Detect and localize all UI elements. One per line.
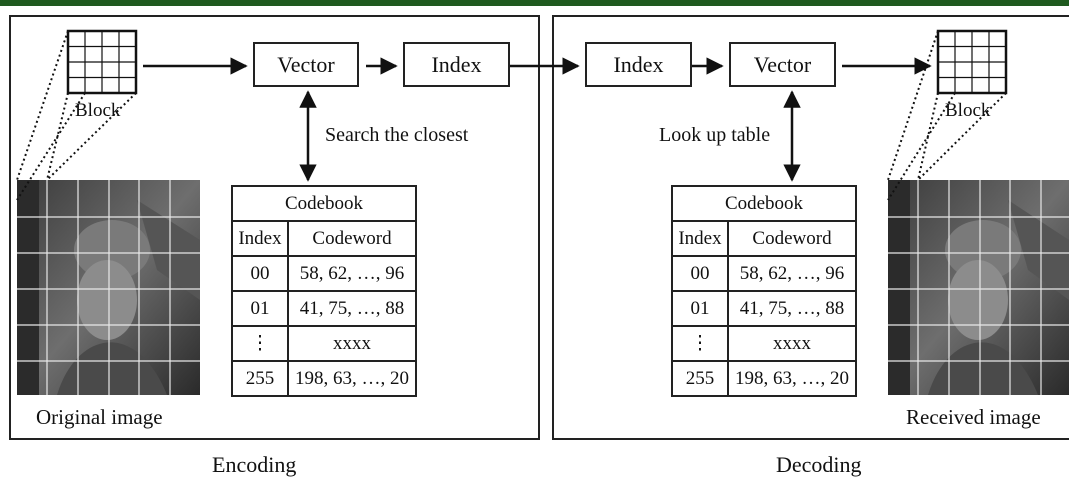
- encoding-index-box: Index: [403, 42, 510, 87]
- codebook-codeword-cell: 41, 75, …, 88: [727, 290, 857, 327]
- codebook-index-cell: 255: [231, 360, 289, 397]
- decoding-block-projection: [887, 30, 1007, 201]
- original-image-graphic: [17, 180, 200, 395]
- encoding-vector-label: Vector: [277, 51, 335, 77]
- lookup-table-label: Look up table: [659, 124, 771, 146]
- received-image-caption: Received image: [906, 405, 1041, 429]
- codebook-codeword-cell: xxxx: [727, 325, 857, 362]
- codebook-title-row: Codebook: [671, 185, 857, 222]
- received-image: [888, 180, 1069, 395]
- codebook-index-cell: 01: [671, 290, 729, 327]
- top-accent-bar: [0, 0, 1069, 6]
- encoding-block-grid: [66, 29, 138, 95]
- decoding-index-box: Index: [585, 42, 692, 87]
- codebook-header-codeword: Codeword: [287, 220, 417, 257]
- codebook-row: ⋮xxxx: [671, 325, 857, 362]
- original-image-caption: Original image: [36, 405, 163, 429]
- codebook-title: Codebook: [231, 185, 417, 222]
- decoding-caption: Decoding: [776, 452, 862, 477]
- codebook-header-row: Index Codeword: [671, 220, 857, 257]
- codebook-index-cell: 01: [231, 290, 289, 327]
- codebook-index-cell: 255: [671, 360, 729, 397]
- codebook-codeword-cell: 198, 63, …, 20: [727, 360, 857, 397]
- codebook-index-cell: 00: [671, 255, 729, 292]
- decoding-vector-label: Vector: [753, 51, 812, 77]
- decoding-block-grid: [936, 29, 1008, 95]
- decoding-vector-box: Vector: [729, 42, 836, 87]
- codebook-header-index: Index: [231, 220, 289, 257]
- codebook-codeword-cell: 58, 62, …, 96: [287, 255, 417, 292]
- codebook-codeword-cell: xxxx: [287, 325, 417, 362]
- encoding-block-projection: [16, 30, 137, 201]
- encoding-block-label: Block: [75, 100, 121, 121]
- encoding-vector-box: Vector: [253, 42, 359, 87]
- codebook-index-cell: ⋮: [671, 325, 729, 362]
- codebook-header-index: Index: [671, 220, 729, 257]
- received-image-graphic: [888, 180, 1069, 395]
- codebook-header-row: Index Codeword: [231, 220, 417, 257]
- encoding-index-label: Index: [431, 51, 482, 77]
- codebook-index-cell: 00: [231, 255, 289, 292]
- codebook-index-cell: ⋮: [231, 325, 289, 362]
- codebook-title-row: Codebook: [231, 185, 417, 222]
- encoding-caption: Encoding: [212, 452, 297, 477]
- codebook-codeword-cell: 58, 62, …, 96: [727, 255, 857, 292]
- decoding-index-label: Index: [613, 51, 664, 77]
- codebook-codeword-cell: 41, 75, …, 88: [287, 290, 417, 327]
- codebook-header-codeword: Codeword: [727, 220, 857, 257]
- search-closest-label: Search the closest: [325, 124, 469, 146]
- codebook-codeword-cell: 198, 63, …, 20: [287, 360, 417, 397]
- codebook-title: Codebook: [671, 185, 857, 222]
- original-image: [17, 180, 200, 395]
- decoding-block-label: Block: [945, 100, 991, 121]
- codebook-row: ⋮xxxx: [231, 325, 417, 362]
